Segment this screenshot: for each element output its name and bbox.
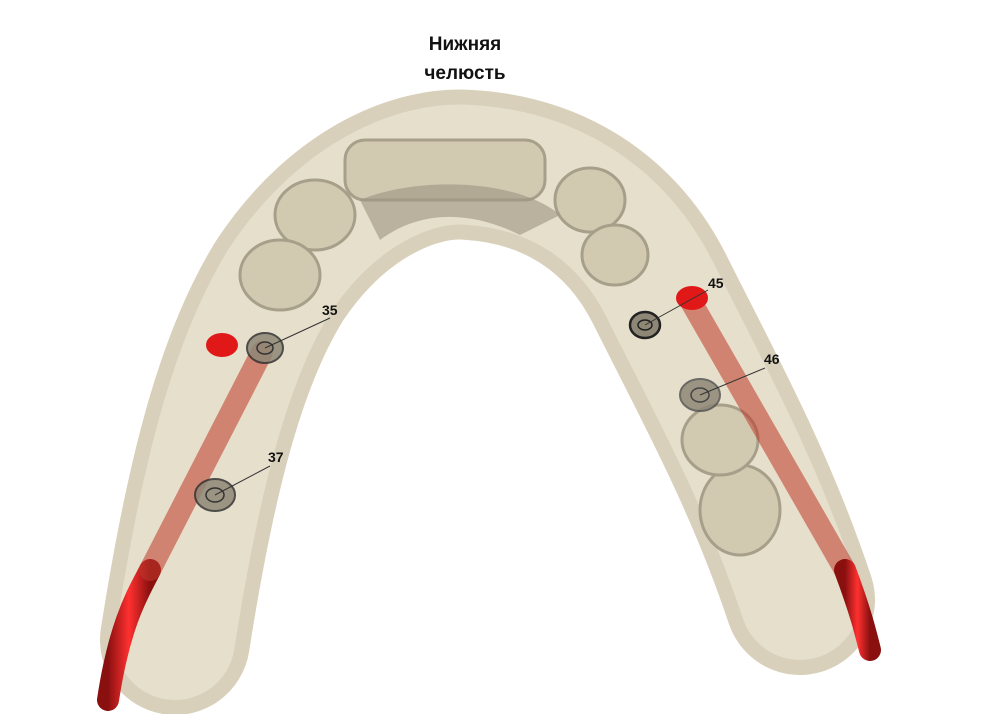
implant-label: 45 [708,275,724,291]
implant-label: 46 [764,351,780,367]
implant-37: 37 [194,449,284,512]
implant-label: 37 [268,449,284,465]
implant-label: 35 [322,302,338,318]
implant-35: 35 [246,302,338,364]
implant-45: 45 [628,275,724,340]
figure-title: Нижняя челюсть [0,30,930,88]
title-line-1: Нижняя [428,34,502,55]
title-line-2: челюсть [424,63,506,84]
teeth [238,138,782,557]
implant-46: 46 [679,351,780,412]
guide-rod-right [676,286,881,661]
guide-rod-left [97,333,273,711]
lingual-shadow [360,184,560,240]
